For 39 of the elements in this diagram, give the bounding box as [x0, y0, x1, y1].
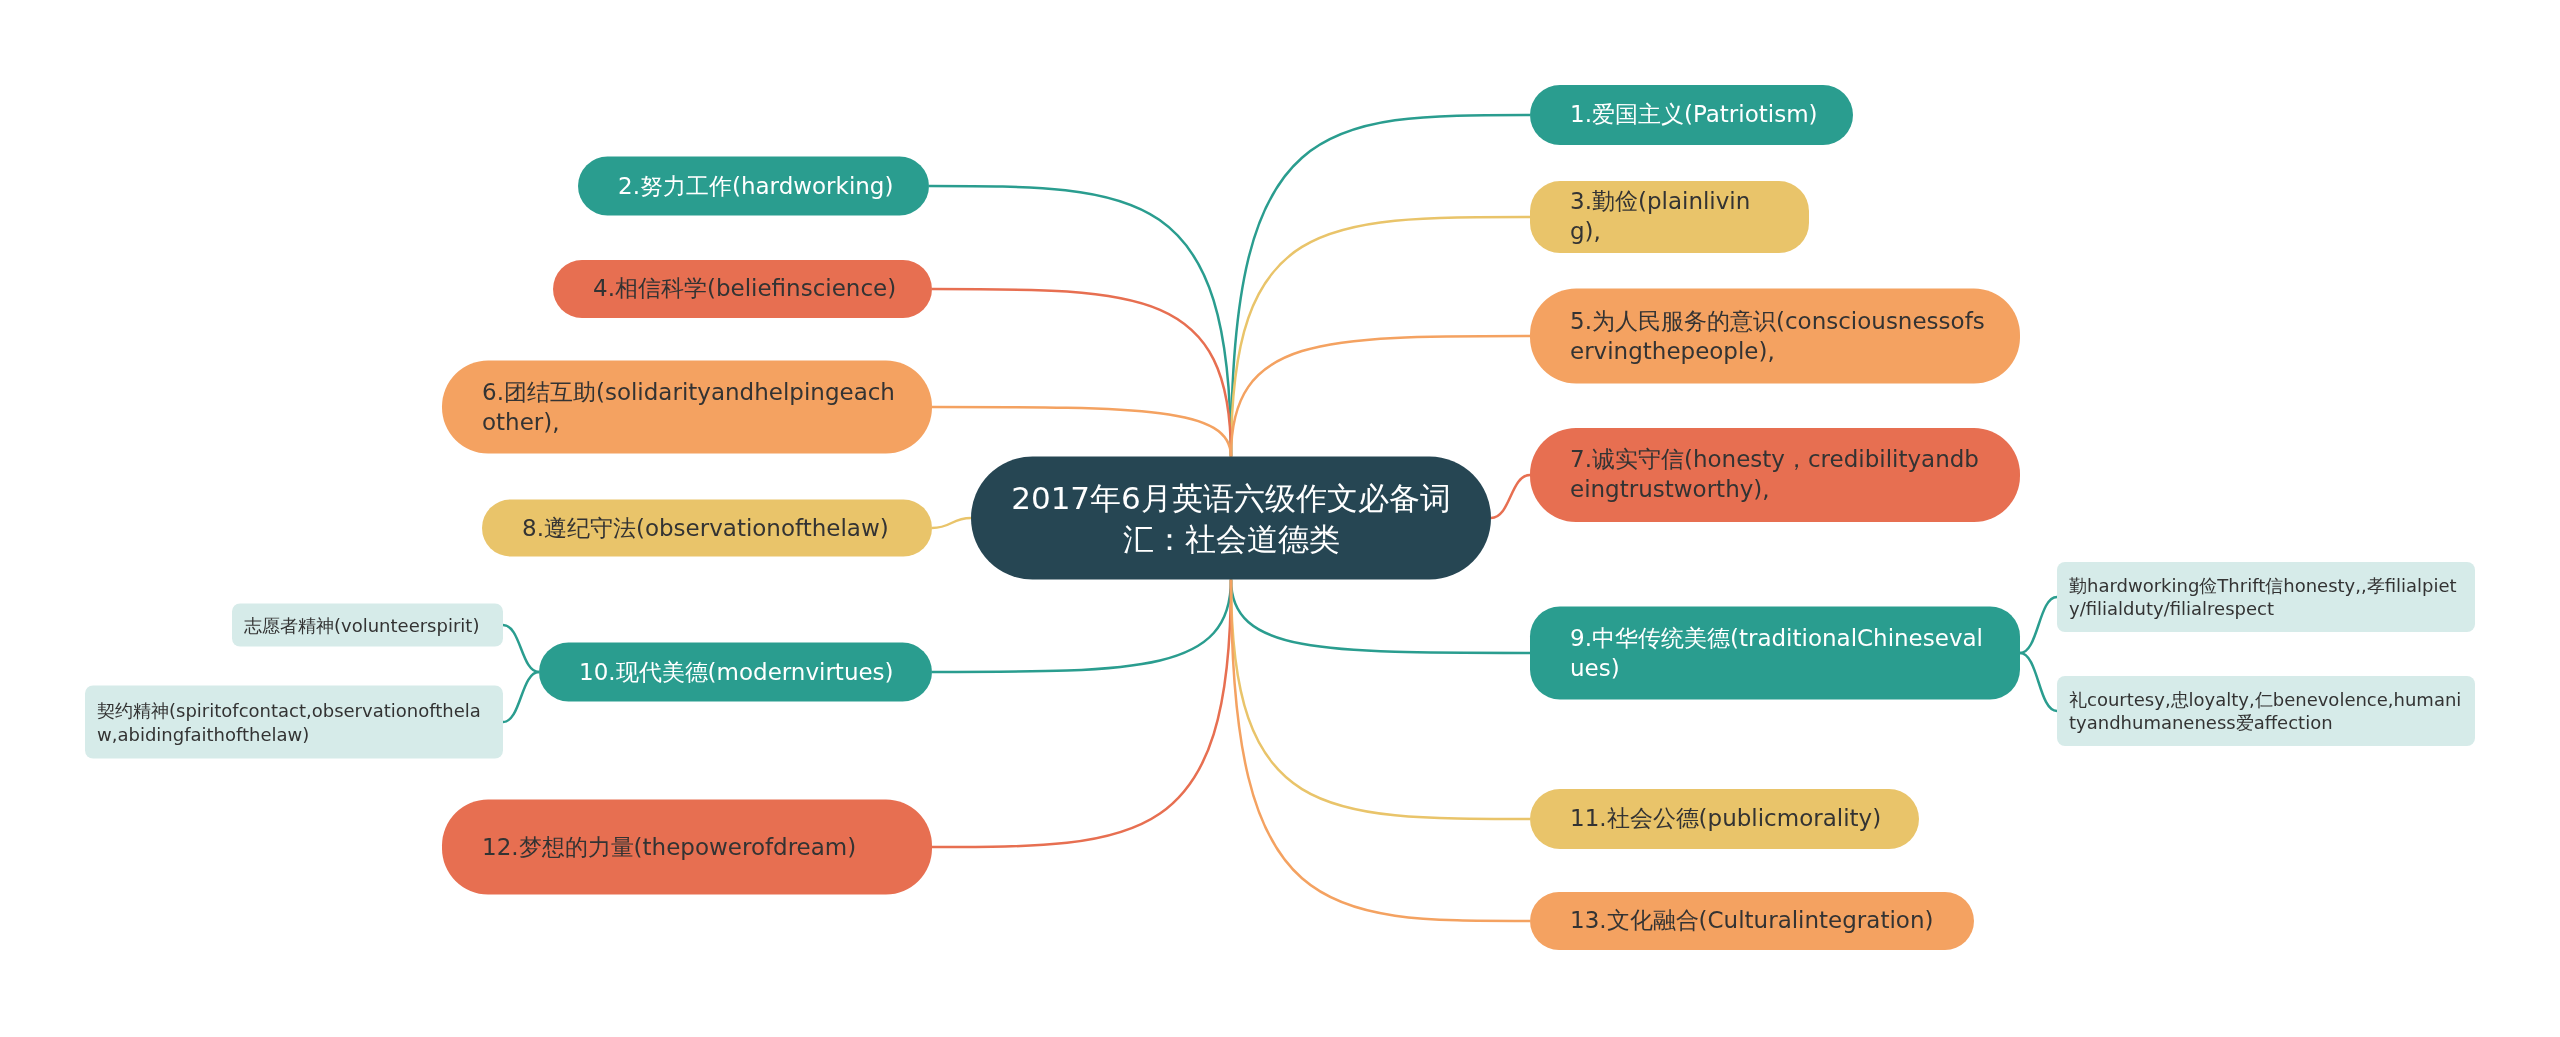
connector-line — [2019, 651, 2058, 713]
topic-pill — [1530, 606, 2020, 700]
topic-pill — [482, 499, 932, 557]
subtopic-card — [2057, 676, 2475, 746]
connector-line — [2019, 595, 2058, 655]
node-text: 5.为人民服务的意识(consciousnessofservingthepeople), — [1570, 306, 1986, 366]
connector-line — [502, 623, 540, 674]
connector-line — [502, 670, 540, 724]
topic-pill — [1530, 181, 1809, 253]
topic-pill — [553, 260, 932, 318]
node-text: 11.社会公德(publicmorality) — [1570, 804, 1882, 834]
connector-line — [1490, 473, 1531, 520]
node-text: 契约精神(spiritofcontact,observationofthelaw,abidingfaithofthelaw) — [97, 698, 482, 746]
connector-line — [1229, 579, 1530, 923]
node-text: 2017年6月英语六级作文必备词汇：社会道德类 — [1011, 478, 1451, 558]
connector-line — [931, 516, 972, 530]
topic-pill — [1530, 85, 1853, 145]
node-text: 4.相信科学(beliefinscience) — [593, 274, 897, 304]
node-text: 8.遵纪守法(observationofthelaw) — [522, 513, 889, 543]
topic-pill — [578, 156, 929, 216]
node-text: 1.爱国主义(Patriotism) — [1570, 100, 1818, 130]
topic-pill — [539, 642, 932, 702]
node-text: 9.中华传统美德(traditionalChinesevalues) — [1570, 623, 1984, 682]
subtopic-card — [2057, 562, 2475, 632]
node-text: 志愿者精神(volunteerspirit) — [244, 613, 480, 637]
node-text: 勤hardworking俭Thrift信honesty,,孝filialpiety/filialduty/filialrespect — [2069, 573, 2458, 621]
node-text: 7.诚实守信(honesty，credibilityandbeingtrustworthy), — [1570, 445, 1980, 504]
subtopic-card — [232, 603, 503, 647]
node-text: 13.文化融合(Culturalintegration) — [1570, 906, 1934, 936]
node-text: 2.努力工作(hardworking) — [618, 171, 894, 201]
node-text: 12.梦想的力量(thepowerofdream) — [482, 832, 857, 862]
topic-pill — [1530, 892, 1974, 950]
node-text: 10.现代美德(modernvirtues) — [579, 657, 894, 687]
subtopic-card — [85, 685, 503, 759]
connector-line — [932, 405, 1233, 457]
topic-pill — [1530, 789, 1919, 849]
node-text: 3.勤俭(plainliving), — [1570, 187, 1752, 246]
node-text: 6.团结互助(solidarityandhelpingeachother), — [482, 377, 896, 436]
node-text: 礼courtesy,忠loyalty,仁benevolence,humanityandhumaneness爱affection — [2069, 687, 2463, 735]
